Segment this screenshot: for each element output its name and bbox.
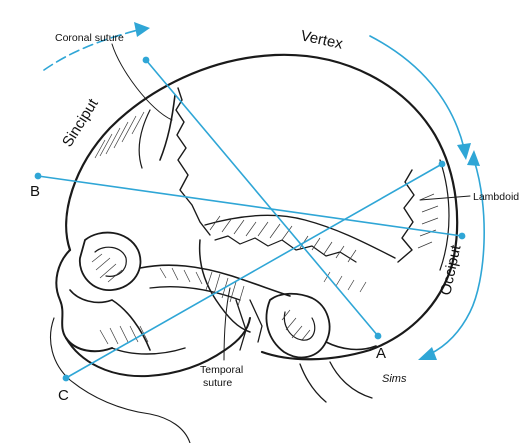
diameter-c-label: C [58, 387, 69, 404]
skull-shading [91, 111, 439, 345]
occiput-arrowhead [418, 347, 437, 360]
vertex-label: Vertex [299, 27, 345, 53]
sinciput-arrowhead [134, 22, 150, 37]
diameter-c-start-dot [62, 374, 70, 382]
diameter-line-b [37, 175, 463, 237]
diameter-lines [34, 56, 466, 382]
coronal-suture-leader [111, 43, 173, 121]
temporal-suture-label-line1: Temporal [200, 364, 243, 376]
vertex-arc [369, 35, 465, 149]
diameter-a-end-dot [374, 332, 382, 340]
vertex-arrowhead [457, 143, 471, 160]
diameter-b-start-dot [34, 172, 42, 180]
coronal-suture-label: Coronal suture [55, 32, 124, 44]
lambdoid-label: Lambdoid [473, 191, 519, 203]
skull-outline [50, 53, 459, 443]
diameter-c-end-dot [438, 160, 446, 168]
occiput-top-arrowhead [467, 150, 480, 166]
sinciput-label: Sinciput [59, 95, 102, 150]
sinciput-arc [43, 29, 139, 71]
diameter-a-start-dot [142, 56, 150, 64]
artist-signature: Sims [382, 373, 407, 385]
diameter-b-label: B [30, 183, 40, 200]
diameter-line-c [65, 163, 443, 379]
label-leaders [111, 43, 471, 361]
region-arrows [43, 22, 485, 360]
temporal-suture-leader [223, 287, 231, 361]
occiput-label: Occiput [437, 243, 464, 297]
occiput-arc [429, 159, 485, 355]
lambdoid-leader [419, 195, 471, 201]
diameter-line-a [145, 59, 379, 337]
diameter-b-end-dot [458, 232, 466, 240]
diameter-a-label: A [376, 345, 386, 362]
temporal-suture-label-line2: suture [203, 377, 232, 389]
